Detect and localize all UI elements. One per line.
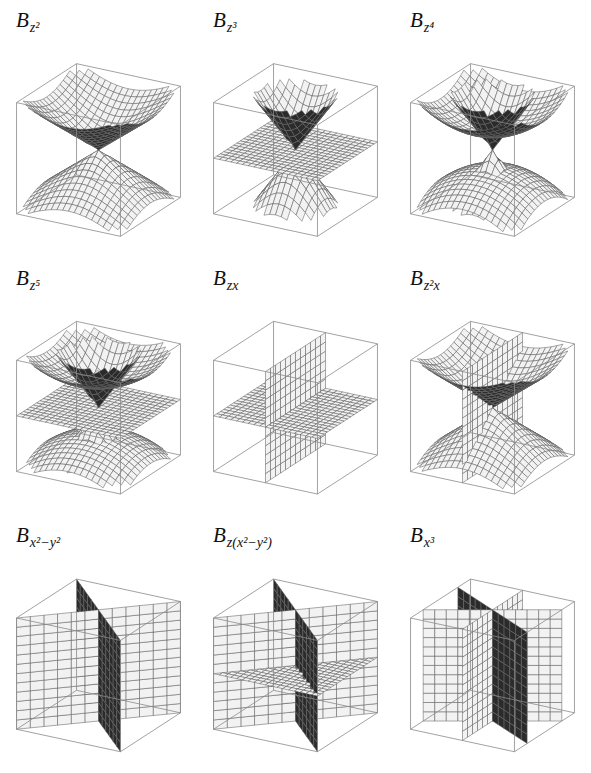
surface-plot <box>411 64 575 237</box>
surface-plot <box>214 64 378 237</box>
surface-plot <box>17 64 181 237</box>
